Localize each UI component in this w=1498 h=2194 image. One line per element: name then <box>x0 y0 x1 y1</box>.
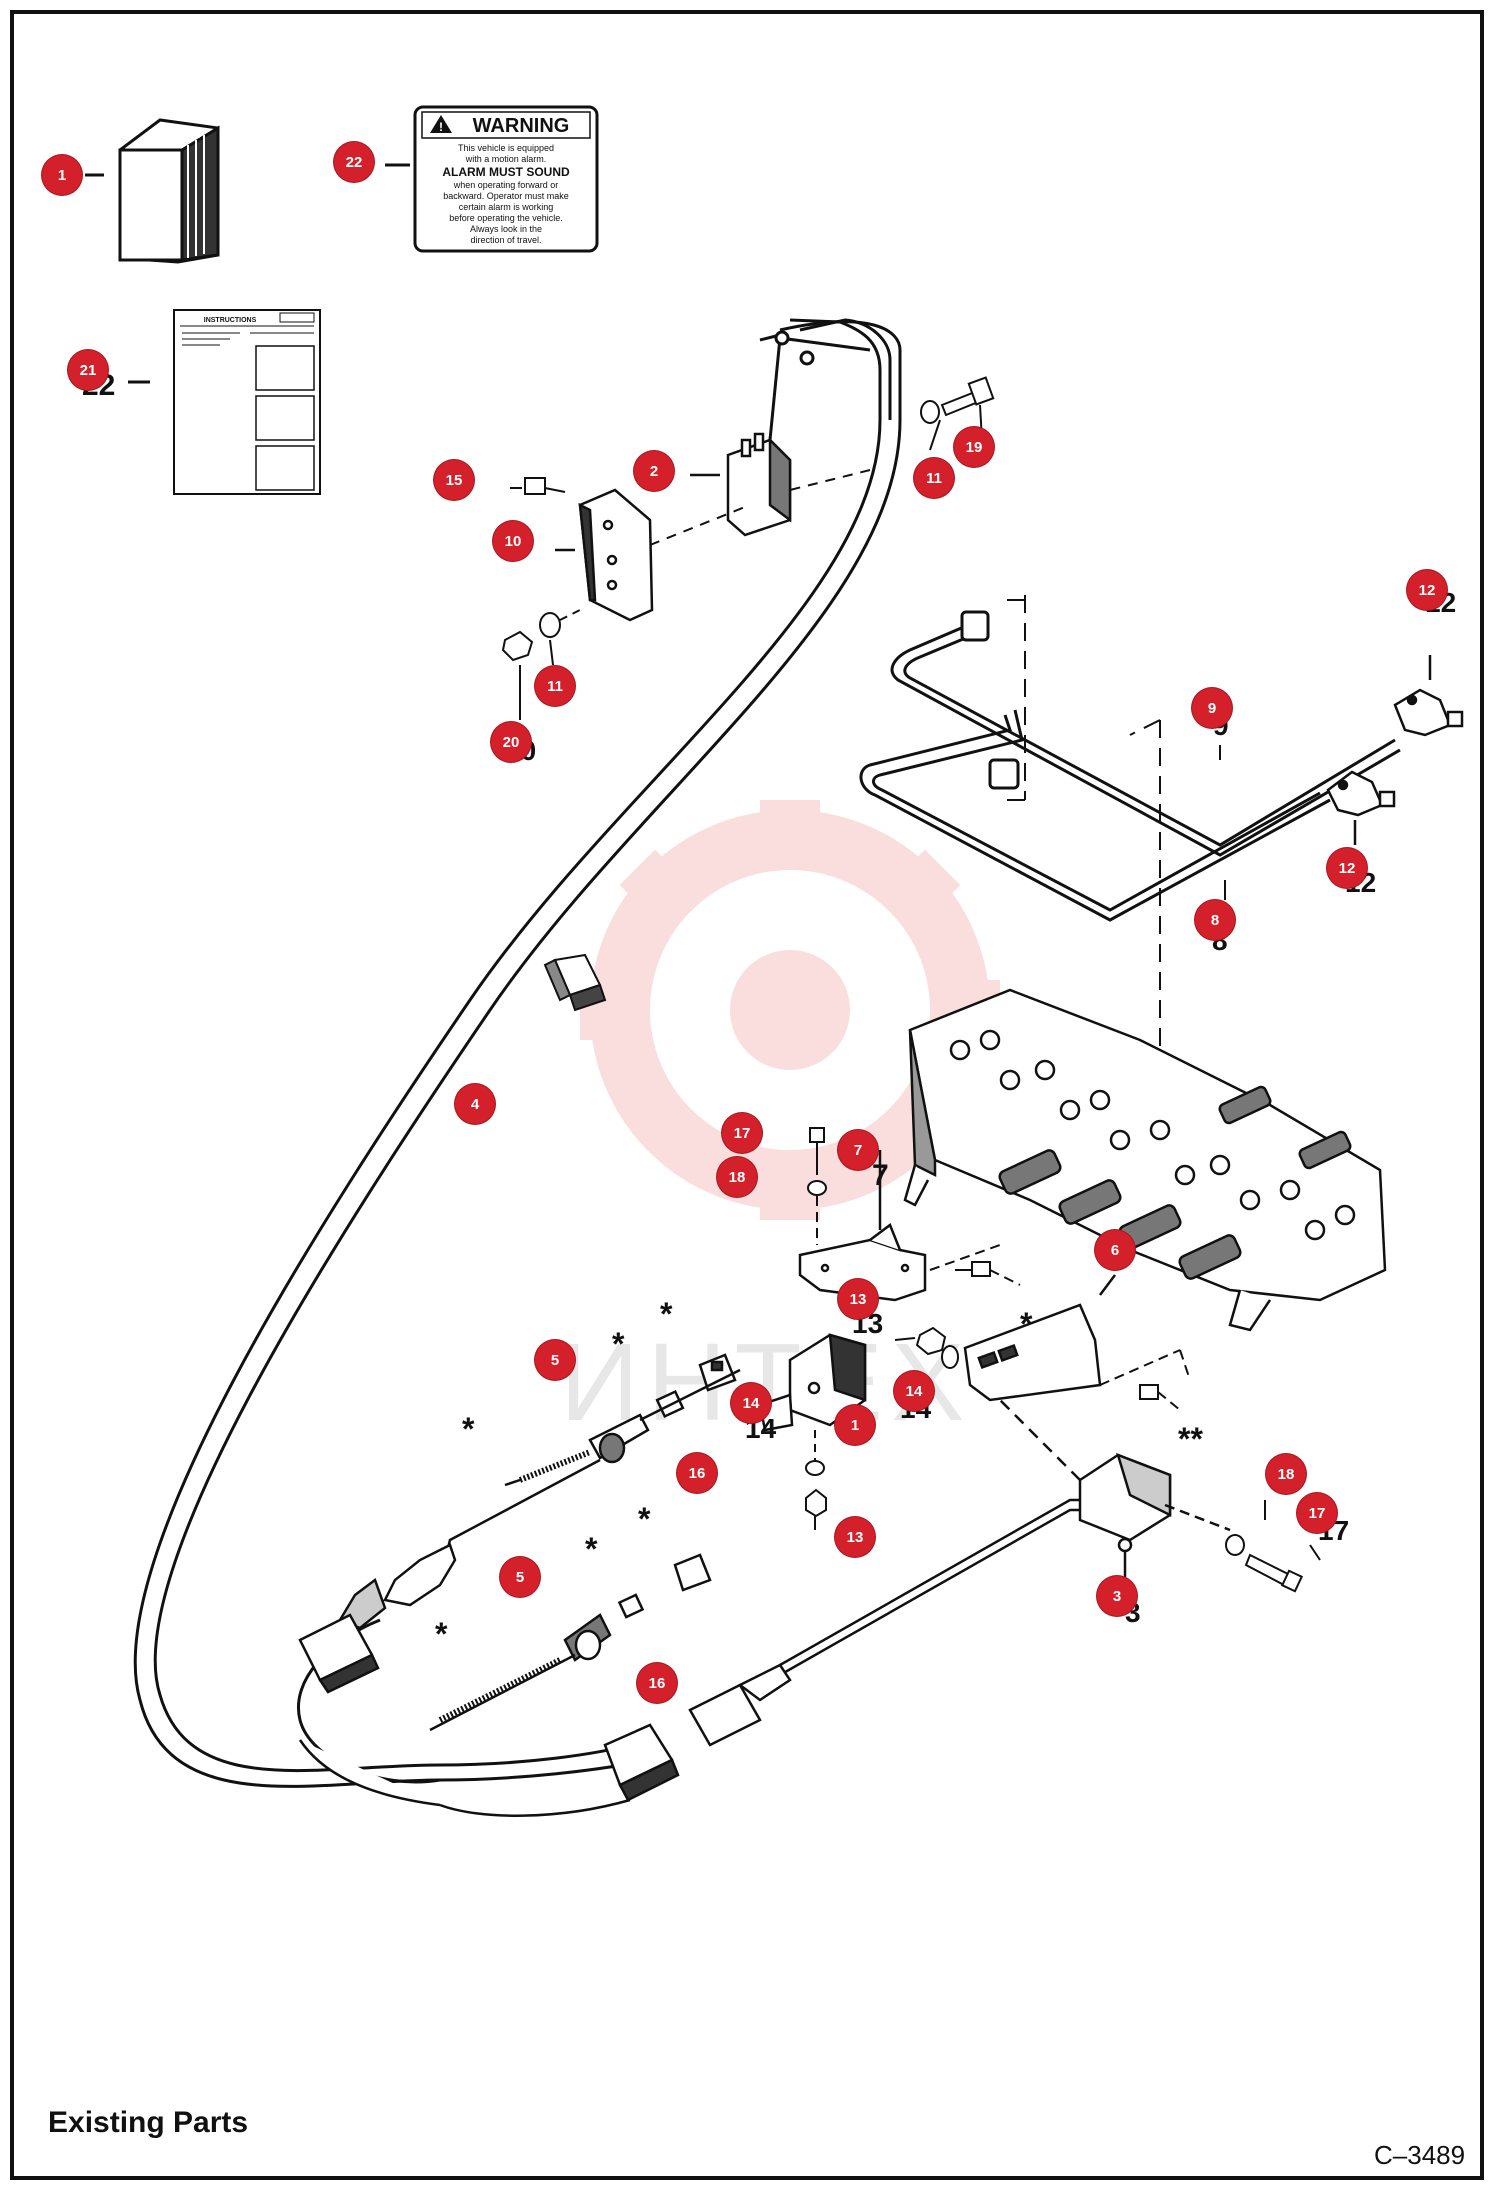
instructions-title: INSTRUCTIONS <box>204 317 257 324</box>
warning-line-7: before operating the vehicle. <box>449 213 563 223</box>
callout-11-mid[interactable]: 11 <box>535 666 575 706</box>
bolt-19-washer-11 <box>789 376 995 491</box>
elbow-fitting-12-upper <box>1393 655 1464 737</box>
callout-12-top[interactable]: 12 <box>1407 570 1447 610</box>
asterisk-7: * <box>1020 1306 1033 1342</box>
mounting-plate <box>963 1274 1116 1402</box>
callout-19[interactable]: 19 <box>954 427 994 467</box>
callout-1-lower[interactable]: 1 <box>835 1405 875 1445</box>
callout-5-lower[interactable]: 5 <box>500 1557 540 1597</box>
bracket-7 <box>798 1150 927 1302</box>
callout-13-top[interactable]: 13 <box>838 1279 878 1319</box>
number-7: 7 <box>872 1159 889 1192</box>
callout-17-lower[interactable]: 17 <box>1297 1493 1337 1533</box>
cable-assembly-upper <box>338 1353 741 1630</box>
warning-line-9: direction of travel. <box>470 235 541 245</box>
warning-decal: ! WARNING This vehicle is equipped with … <box>385 105 599 253</box>
asterisk-2: * <box>612 1326 625 1362</box>
callout-21[interactable]: 21 <box>68 350 108 390</box>
warning-title: WARNING <box>473 115 570 137</box>
bolt-15 <box>510 477 566 495</box>
callout-7[interactable]: 7 <box>838 1130 878 1170</box>
warning-line-5: backward. Operator must make <box>443 191 569 201</box>
callout-1-top[interactable]: 1 <box>42 155 82 195</box>
asterisk-5: * <box>585 1531 598 1567</box>
callout-6[interactable]: 6 <box>1095 1230 1135 1270</box>
callout-16-top[interactable]: 16 <box>677 1453 717 1493</box>
warning-line-6: certain alarm is working <box>459 202 554 212</box>
svg-text:!: ! <box>439 120 443 134</box>
callout-2[interactable]: 2 <box>634 451 674 491</box>
callout-4[interactable]: 4 <box>455 1084 495 1124</box>
callout-3[interactable]: 3 <box>1097 1576 1137 1616</box>
callout-13-lower[interactable]: 13 <box>835 1517 875 1557</box>
callout-10[interactable]: 10 <box>493 521 533 561</box>
warning-line-3: ALARM MUST SOUND <box>442 165 570 179</box>
callout-5-top[interactable]: 5 <box>535 1340 575 1380</box>
nut-13-washer-14 <box>805 1326 959 1530</box>
warning-line-4: when operating forward or <box>453 180 559 190</box>
control-valve-block <box>903 988 1387 1332</box>
hydraulic-tube-8 <box>859 709 1331 922</box>
elbow-fitting-12-lower <box>1326 770 1396 845</box>
callout-9[interactable]: 9 <box>1192 688 1232 728</box>
plate-bolt-lower <box>1099 1349 1191 1411</box>
asterisk-4: * <box>638 1501 651 1537</box>
hydraulic-tube-9 <box>890 610 1401 857</box>
callout-15[interactable]: 15 <box>434 460 474 500</box>
warning-line-8: Always look in the <box>470 224 542 234</box>
plate-bolt <box>929 1244 1021 1286</box>
callout-12-mid[interactable]: 12 <box>1327 848 1367 888</box>
switch-bracket <box>555 488 654 622</box>
callout-8[interactable]: 8 <box>1195 900 1235 940</box>
asterisk-3: * <box>462 1411 475 1447</box>
existing-parts-caption: Existing Parts <box>48 2106 249 2139</box>
asterisk-1: * <box>660 1296 673 1332</box>
callout-11-top[interactable]: 11 <box>914 458 954 498</box>
asterisk-6: * <box>435 1616 448 1652</box>
harness-plugs <box>298 1613 792 1817</box>
warning-line-1: This vehicle is equipped <box>458 143 554 153</box>
callout-14-right[interactable]: 14 <box>894 1371 934 1411</box>
motion-switch <box>690 432 792 537</box>
callout-18-lower[interactable]: 18 <box>1266 1454 1306 1494</box>
harness-connector <box>543 953 607 1012</box>
callout-16-lower[interactable]: 16 <box>637 1663 677 1703</box>
warning-line-2: with a motion alarm. <box>465 154 547 164</box>
instructions-sheet: INSTRUCTIONS <box>128 309 321 495</box>
manual-box <box>85 118 220 264</box>
callout-14-left[interactable]: 14 <box>731 1383 771 1423</box>
asterisk-8: ** <box>1178 1421 1203 1457</box>
callout-20[interactable]: 20 <box>491 722 531 762</box>
bolt-17-washer-18-lower <box>1225 1500 1321 1593</box>
backup-switch <box>779 1399 1231 1677</box>
callout-17-top[interactable]: 17 <box>722 1113 762 1153</box>
nut-20-washer-11 <box>501 609 581 720</box>
callout-18-top[interactable]: 18 <box>717 1157 757 1197</box>
cable-assembly-lower <box>429 1553 712 1732</box>
bolt-17-nut-18-top <box>807 1127 827 1245</box>
callout-22[interactable]: 22 <box>334 142 374 182</box>
drawing-number: C–3489 <box>1374 2140 1466 2170</box>
